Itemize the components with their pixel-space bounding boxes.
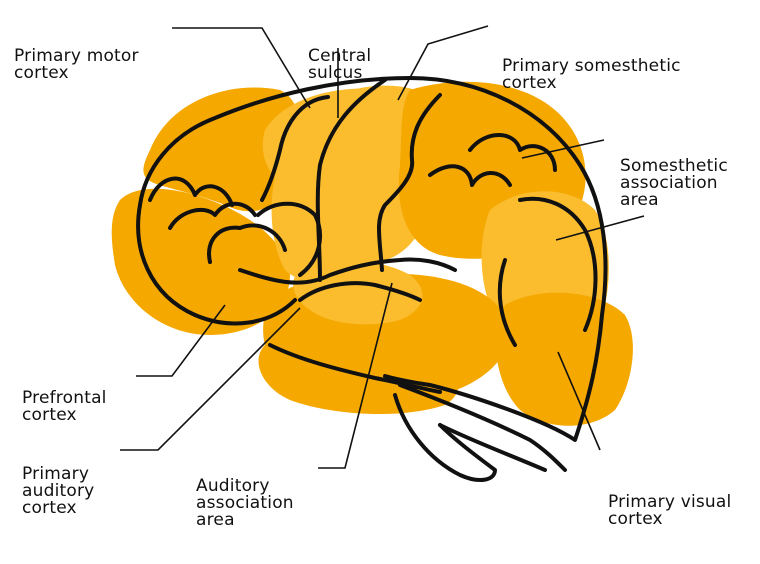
- primary-visual-region: [496, 293, 633, 426]
- brainstem-line: [440, 425, 545, 470]
